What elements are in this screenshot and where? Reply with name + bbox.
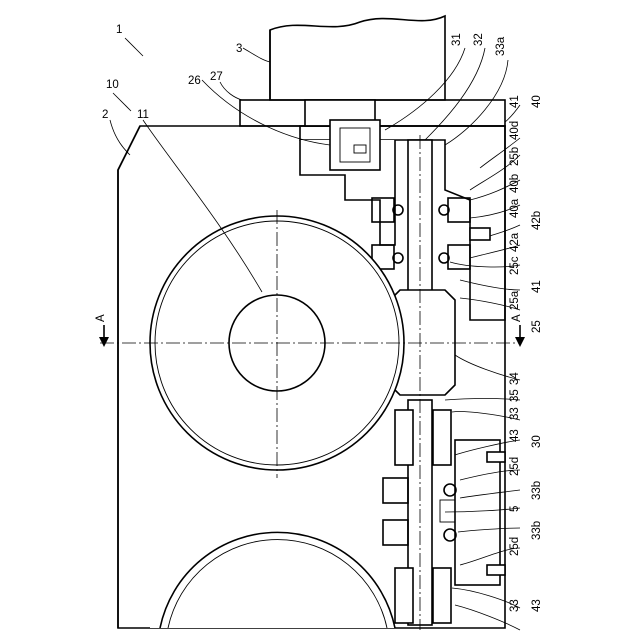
label-10: 10: [106, 79, 119, 91]
label-42a: 42a: [509, 232, 521, 252]
label-26: 26: [188, 75, 201, 87]
label-11: 11: [137, 109, 149, 121]
label-32: 32: [473, 33, 485, 46]
section-label-left: A: [95, 314, 107, 322]
label-33-lower: 33: [509, 599, 521, 612]
label-40a: 40a: [509, 198, 521, 218]
label-43-upper: 43: [509, 429, 521, 442]
label-25b: 25b: [509, 147, 521, 166]
label-25d-upper: 25d: [509, 457, 521, 476]
lower-bearings: [383, 228, 505, 623]
label-42b: 42b: [531, 211, 543, 230]
label-41a: 41: [509, 95, 521, 108]
label-40: 40: [531, 95, 543, 108]
label-40b: 40b: [509, 174, 521, 193]
coupling: [330, 120, 380, 170]
label-34: 34: [509, 372, 521, 385]
label-2: 2: [102, 109, 108, 121]
label-27: 27: [210, 71, 223, 83]
label-35: 35: [509, 389, 521, 402]
label-31: 31: [451, 33, 463, 46]
label-5: 5: [509, 506, 521, 512]
label-33b-upper: 33b: [531, 481, 543, 500]
label-43-lower: 43: [531, 599, 543, 612]
label-30: 30: [531, 435, 543, 448]
label-33b-lower: 33b: [531, 521, 543, 540]
label-25c: 25c: [509, 256, 521, 275]
label-25a: 25a: [509, 290, 521, 310]
label-41b: 41: [531, 280, 543, 293]
label-1: 1: [116, 24, 122, 36]
motor: [270, 16, 445, 100]
section-label-right: A: [511, 314, 523, 322]
label-40d: 40d: [509, 121, 521, 140]
label-3: 3: [236, 43, 242, 55]
label-33-upper: 33: [509, 407, 521, 420]
label-25d-lower: 25d: [509, 537, 521, 556]
label-25: 25: [531, 320, 543, 333]
label-33a: 33a: [495, 36, 507, 56]
